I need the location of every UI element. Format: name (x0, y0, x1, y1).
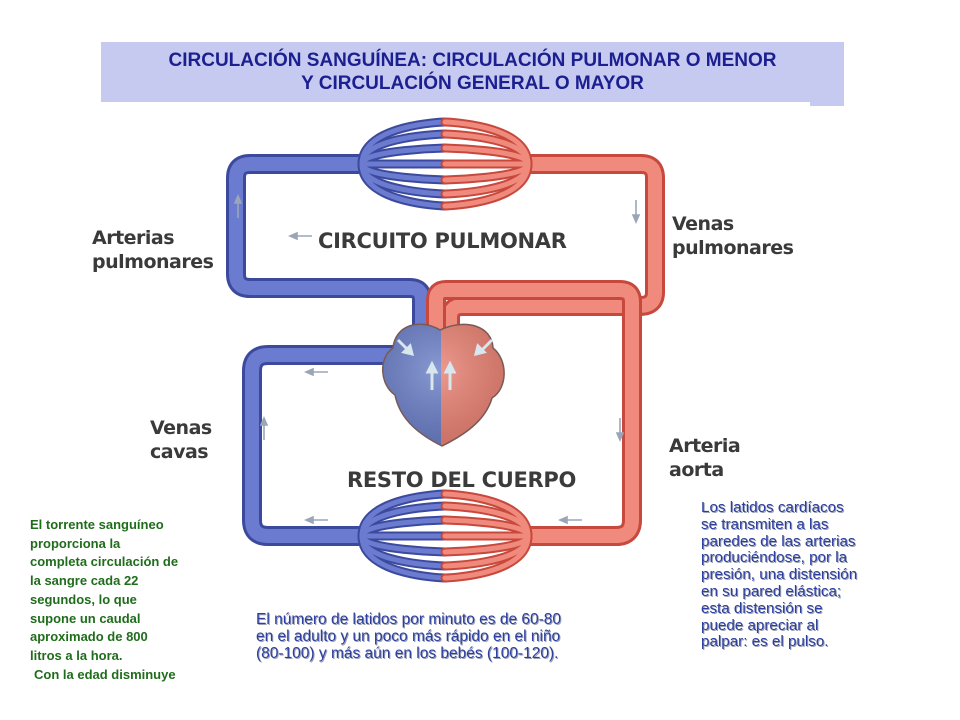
pulmonary-circuit-label: CIRCUITO PULMONAR (318, 229, 567, 253)
note-line: supone un caudal (30, 610, 141, 626)
label-line: Arteria (669, 435, 741, 457)
arrow-up-left-bottom (259, 415, 269, 440)
label-line: Arterias (92, 227, 175, 249)
pulse-note: Los latidos cardíacos se transmiten a la… (701, 499, 911, 651)
note-line: presión, una distensión (701, 566, 858, 584)
pulmonary-circuit (226, 117, 665, 340)
label-line: pulmonares (672, 237, 794, 259)
arrow-left-bottom-right (557, 515, 582, 525)
arrow-down-right-bottom (615, 418, 625, 443)
pulmonary-veins-label: Venas pulmonares (672, 212, 794, 260)
note-line: aproximado de 800 (30, 629, 148, 645)
note-line: paredes de las arterias (701, 532, 856, 550)
systemic-circuit-label: RESTO DEL CUERPO (347, 468, 577, 492)
label-line: cavas (150, 441, 209, 463)
note-line: El torrente sanguíneo (30, 517, 164, 532)
note-line: (80-100) y más aún en los bebés (100-120… (256, 645, 559, 662)
aorta-label: Arteria aorta (669, 434, 741, 482)
note-line: esta distensión se (701, 599, 823, 617)
note-line: proporciona la (30, 535, 121, 551)
title-line-1: CIRCULACIÓN SANGUÍNEA: CIRCULACIÓN PULMO… (168, 50, 777, 71)
note-line: produciéndose, por la (701, 549, 848, 567)
note-line: segundos, lo que (30, 591, 137, 607)
vena-cava-label: Venas cavas (150, 416, 212, 464)
note-line: se transmiten a las (701, 515, 829, 533)
systemic-circuit (242, 280, 642, 583)
body-capillaries (357, 489, 533, 583)
label-line: Venas (672, 213, 734, 235)
note-line: puede apreciar al (701, 616, 819, 634)
note-line: completa circulación de (30, 554, 179, 570)
arrow-left-bottom-left (303, 515, 328, 525)
note-line: Los latidos cardíacos (701, 499, 844, 516)
flow-arrows (233, 193, 641, 525)
title-banner: CIRCULACIÓN SANGUÍNEA: CIRCULACIÓN PULMO… (101, 42, 844, 102)
label-line: Venas (150, 417, 212, 439)
label-line: aorta (669, 459, 724, 481)
arrow-left-mid (303, 367, 328, 377)
title-line-2: Y CIRCULACIÓN GENERAL O MAYOR (301, 73, 644, 94)
heart-flow-arrows (396, 338, 494, 390)
arrow-down-right-top (631, 200, 641, 225)
note-line: en su pared elástica; (701, 582, 842, 600)
heart-rate-note: El número de latidos por minuto es de 60… (256, 611, 646, 662)
heart (382, 323, 505, 447)
label-line: pulmonares (92, 251, 214, 273)
note-line: El número de latidos por minuto es de 60… (256, 611, 562, 628)
note-line: la sangre cada 22 (30, 573, 139, 589)
note-line: litros a la hora. (30, 647, 123, 663)
arrow-left-top (287, 231, 312, 241)
lung-capillaries (357, 117, 533, 211)
blood-flow-note: El torrente sanguíneo proporciona la com… (30, 516, 215, 684)
note-line: Con la edad disminuye (34, 666, 176, 682)
title-banner-notch (810, 100, 844, 106)
note-line: palpar: es el pulso. (701, 633, 829, 651)
arrow-up-left-top (233, 193, 243, 218)
note-line: en el adulto y un poco más rápido en el … (256, 628, 561, 645)
pulmonary-arteries-label: Arterias pulmonares (92, 226, 214, 274)
